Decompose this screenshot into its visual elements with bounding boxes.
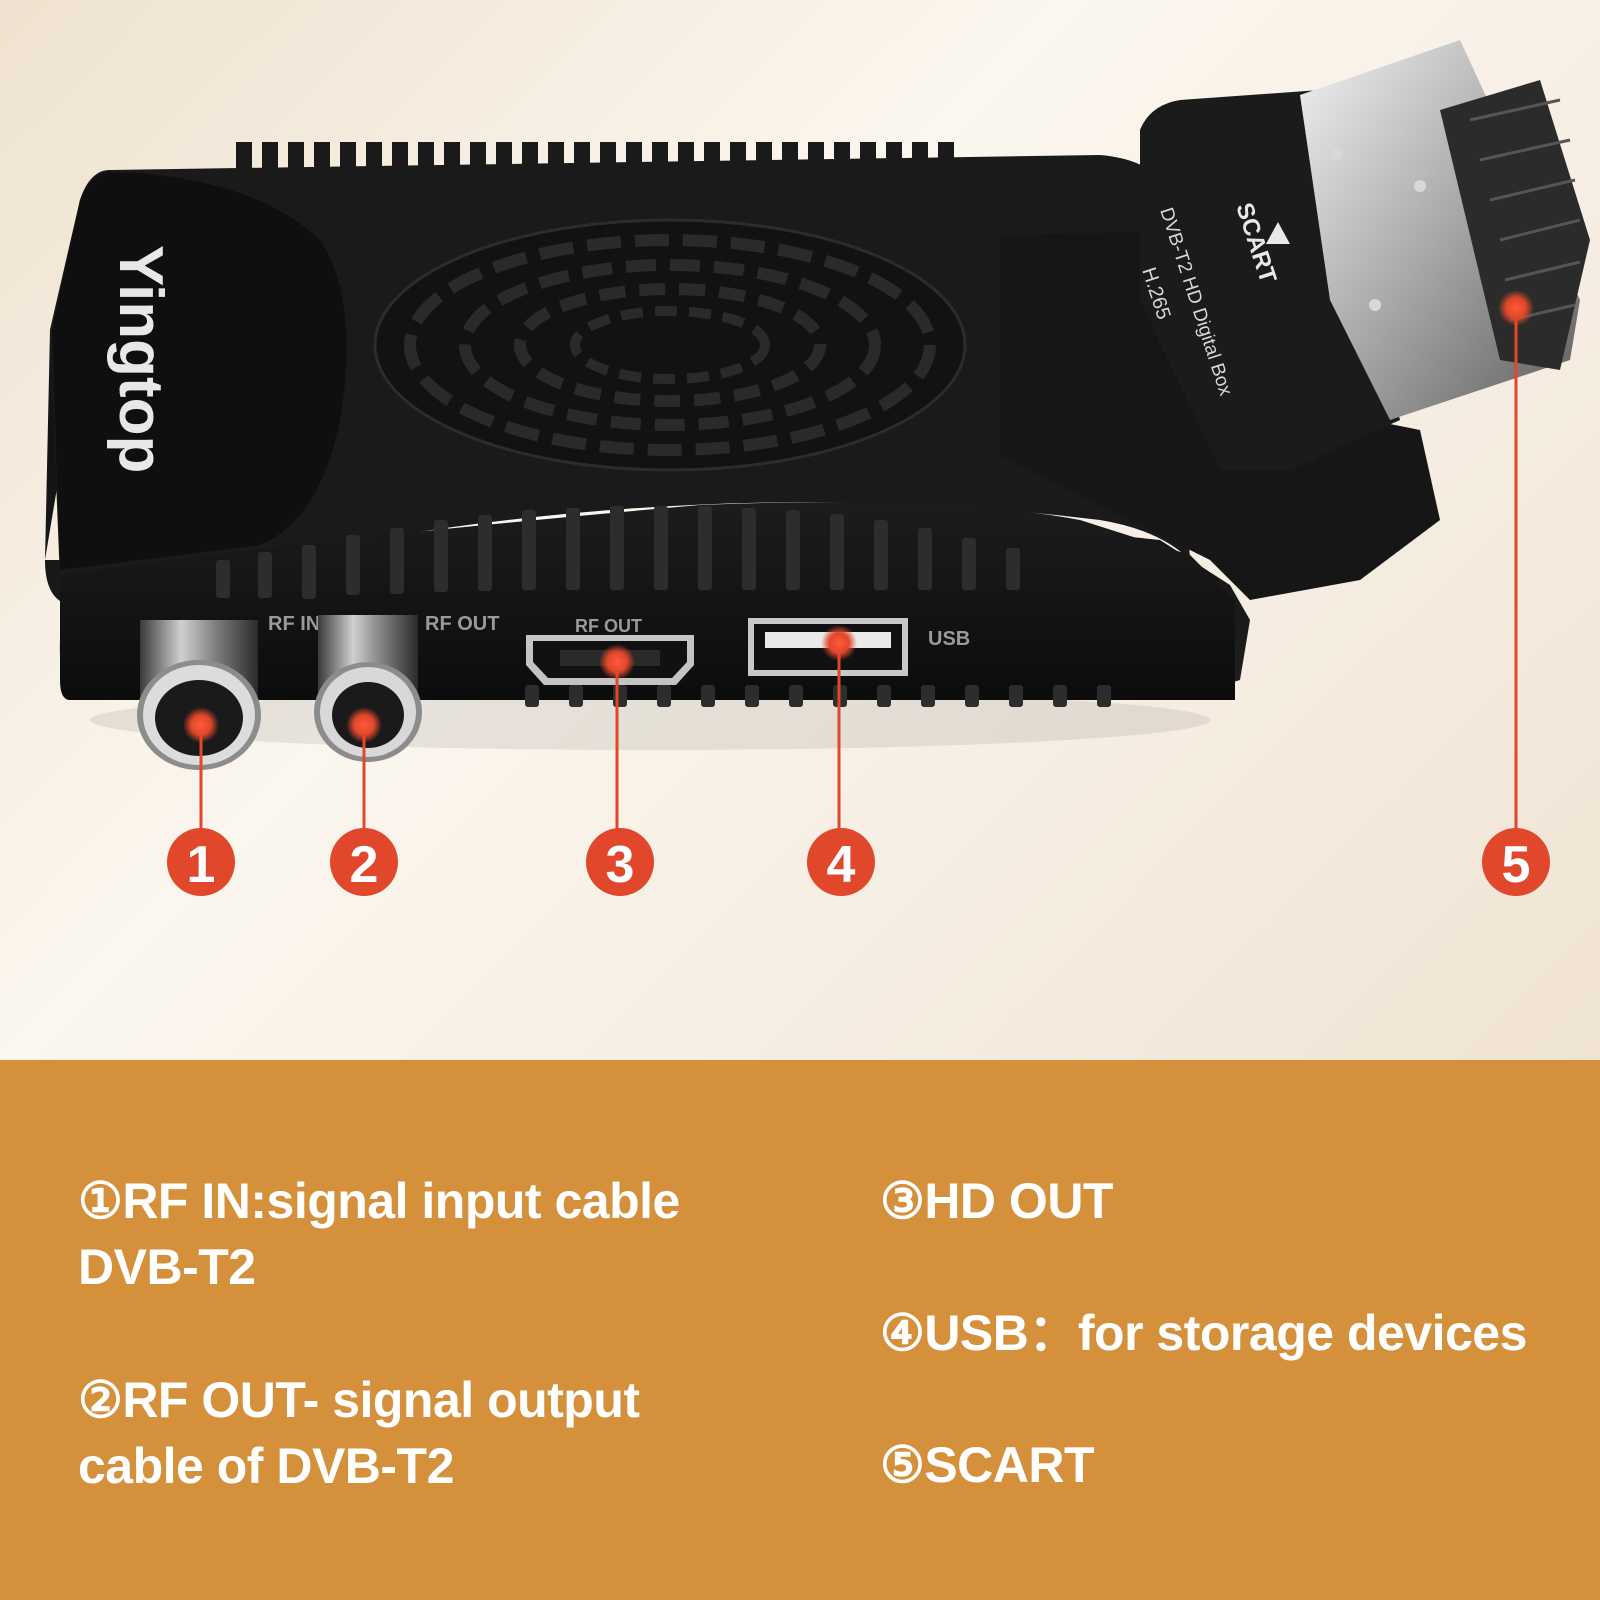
callout-3: 3 bbox=[586, 828, 654, 896]
callout-1: 1 bbox=[167, 828, 235, 896]
tv-receiver-illustration: Yingtop bbox=[45, 40, 1590, 896]
fan-grille bbox=[373, 218, 967, 472]
feature-panel: ①RF IN:signal input cable DVB-T2 ②RF OUT… bbox=[0, 1060, 1600, 1600]
scart-connector: SCART DVB-T2 HD Digital Box H.265 bbox=[1000, 40, 1590, 600]
product-photo: Yingtop bbox=[0, 0, 1600, 1060]
logo-panel bbox=[52, 172, 347, 570]
feature-rf-in-line2: DVB-T2 bbox=[78, 1239, 256, 1295]
arrow-up-icon bbox=[1266, 222, 1290, 244]
feature-rf-out-line1: ②RF OUT- signal output bbox=[78, 1372, 640, 1428]
callout-5-number: 5 bbox=[1502, 836, 1531, 894]
feature-hd-out-line1: ③HD OUT bbox=[880, 1173, 1113, 1229]
feature-scart-line1: ⑤SCART bbox=[880, 1437, 1095, 1493]
rf-in-port bbox=[137, 620, 261, 770]
feature-rf-out-line2: cable of DVB-T2 bbox=[78, 1438, 454, 1494]
feature-usb: ④USB：for storage devices bbox=[880, 1300, 1527, 1366]
feature-usb-line1: ④USB：for storage devices bbox=[880, 1305, 1527, 1361]
callout-2-number: 2 bbox=[350, 836, 379, 894]
port-markers bbox=[183, 290, 1534, 743]
usb-label: USB bbox=[928, 628, 970, 650]
callout-5: 5 bbox=[1482, 828, 1550, 896]
front-vent-slots bbox=[216, 506, 1020, 599]
brand-logo: Yingtop bbox=[106, 245, 175, 473]
callout-2: 2 bbox=[330, 828, 398, 896]
callout-3-number: 3 bbox=[606, 836, 635, 894]
rf-out-label: RF OUT bbox=[425, 613, 499, 635]
feature-hd-out: ③HD OUT bbox=[880, 1168, 1113, 1234]
feature-rf-out: ②RF OUT- signal output cable of DVB-T2 bbox=[78, 1367, 640, 1499]
feature-rf-in-line1: ①RF IN:signal input cable bbox=[78, 1173, 680, 1229]
callout-1-number: 1 bbox=[187, 836, 216, 894]
callout-4: 4 bbox=[807, 828, 875, 896]
rf-in-label: RF IN bbox=[268, 613, 320, 635]
feature-scart: ⑤SCART bbox=[880, 1432, 1095, 1498]
feature-rf-in: ①RF IN:signal input cable DVB-T2 bbox=[78, 1168, 680, 1300]
hd-out-label: RF OUT bbox=[575, 616, 642, 636]
callout-4-number: 4 bbox=[827, 836, 856, 894]
top-vent-ridges bbox=[236, 142, 954, 172]
